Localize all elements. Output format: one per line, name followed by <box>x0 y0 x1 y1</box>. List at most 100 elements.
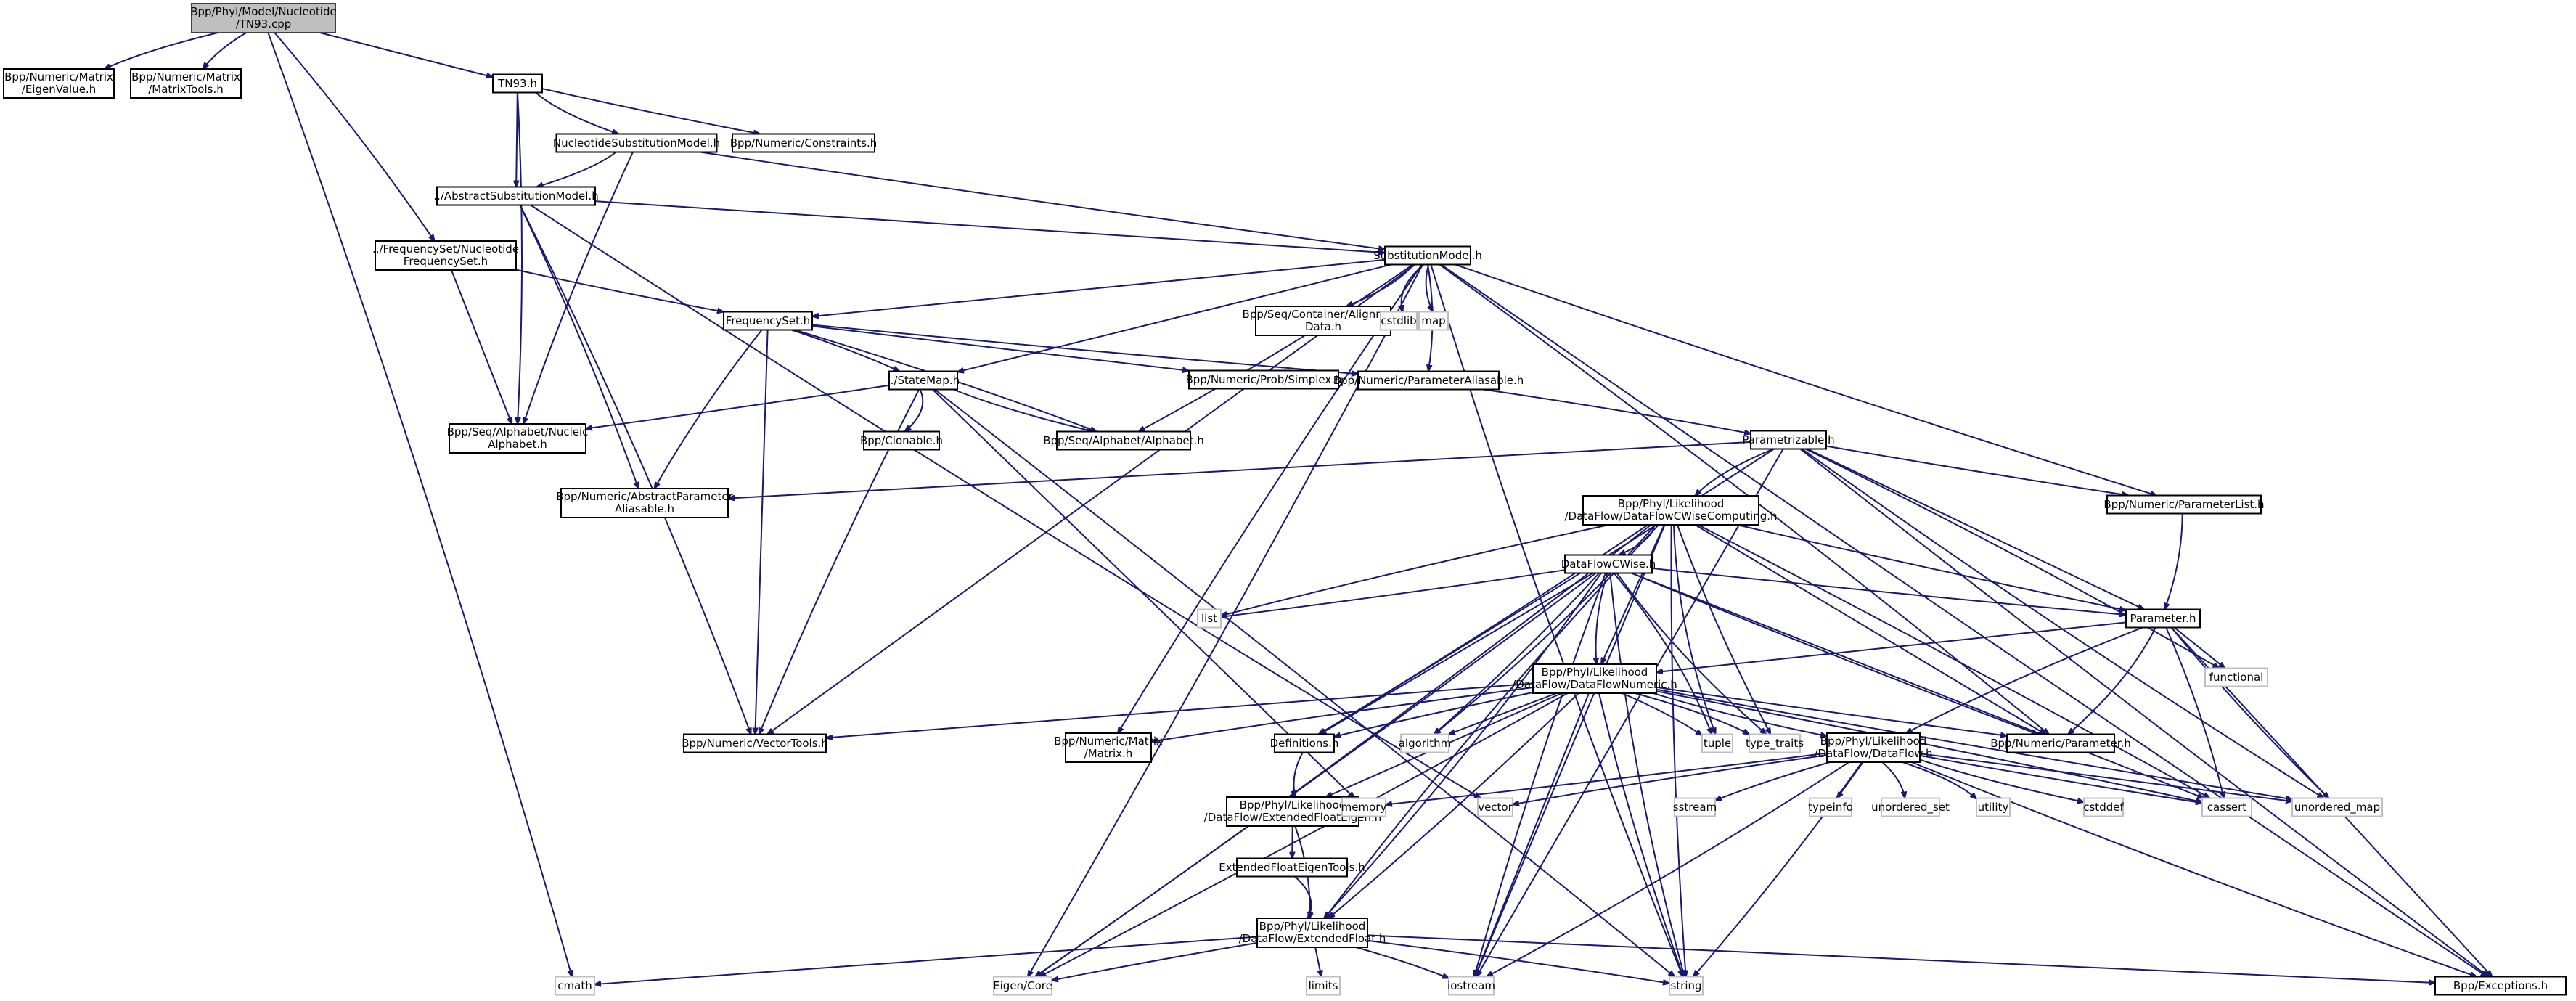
node-box <box>130 68 242 99</box>
edge-extfloat-to-string <box>1367 939 1669 984</box>
node-submodel[interactable]: SubstitutionModel.h <box>1373 245 1482 266</box>
node-tn93h[interactable]: TN93.h <box>492 73 543 94</box>
node-paramaliasable[interactable]: Bpp/Numeric/ParameterAliasable.h <box>1333 370 1524 391</box>
node-dfcwisecomputing[interactable]: Bpp/Phyl/Likelihood/DataFlow/DataFlowCWi… <box>1564 495 1778 526</box>
edge-dataflowh-to-unorderedmap <box>1919 753 2292 801</box>
edge-dfcwisecomputing-to-list <box>1221 524 1609 616</box>
node-simplex[interactable]: Bpp/Numeric/Prob/Simplex.h <box>1185 369 1342 390</box>
node-clonable[interactable]: Bpp/Clonable.h <box>860 430 943 451</box>
node-label: TN93.h <box>497 77 537 90</box>
node-freqset[interactable]: FrequencySet.h <box>723 311 813 331</box>
node-numparameter[interactable]: Bpp/Numeric/Parameter.h <box>1990 733 2131 753</box>
node-label: Bpp/Phyl/Model/Nucleotide <box>190 5 336 18</box>
node-box <box>723 311 813 331</box>
edge-statemap-to-alphabet <box>953 388 1094 432</box>
node-vectortools[interactable]: Bpp/Numeric/VectorTools.h <box>682 733 828 753</box>
node-matrixtools[interactable]: Bpp/Numeric/Matrix/MatrixTools.h <box>130 68 242 99</box>
node-root[interactable]: Bpp/Phyl/Model/Nucleotide/TN93.cpp <box>190 3 337 33</box>
edge-dfnumeric-to-definitions <box>1334 691 1534 737</box>
edge-dfcwisecomputing-to-cassert <box>1698 524 2209 798</box>
node-eigenvalue[interactable]: Bpp/Numeric/Matrix/EigenValue.h <box>3 68 115 99</box>
edge-paramaliasable-to-parametrizable <box>1483 388 1751 434</box>
edge-parameterh-to-functional <box>2173 626 2225 669</box>
node-dfnumeric[interactable]: Bpp/Phyl/Likelihood/DataFlow/DataFlowNum… <box>1512 663 1677 694</box>
edge-root-to-cmath <box>267 32 572 977</box>
edge-parameterh-to-cassert <box>2165 627 2224 798</box>
edge-extfloat-to-iostream <box>1355 947 1449 979</box>
node-box <box>1306 976 1341 996</box>
node-label: Parameter.h <box>2130 612 2196 625</box>
edge-submodel-to-alphabet <box>1139 263 1414 432</box>
edge-dataflowh-to-string <box>1693 761 1863 977</box>
node-cassert: cassert <box>2201 797 2252 817</box>
node-parameterh[interactable]: Parameter.h <box>2125 608 2201 629</box>
node-label: Parametrizable.h <box>1742 433 1834 446</box>
node-box <box>1582 495 1759 526</box>
node-nucsubmodel[interactable]: NucleotideSubstitutionModel.h <box>553 133 720 153</box>
edge-root-to-nucfreqset <box>274 32 434 241</box>
node-paramlist[interactable]: Bpp/Numeric/ParameterList.h <box>2103 494 2265 515</box>
node-exceptions[interactable]: Bpp/Exceptions.h <box>2434 976 2567 996</box>
node-alphabet[interactable]: Bpp/Seq/Alphabet/Alphabet.h <box>1043 430 1204 451</box>
edge-parameterh-to-dataflowh <box>1906 626 2143 734</box>
edge-abssubmodel-to-vectortools <box>519 205 751 735</box>
node-abssubmodel[interactable]: ../AbstractSubstitutionModel.h <box>433 186 599 206</box>
node-label: unordered_set <box>1871 801 1950 814</box>
node-dataflowh[interactable]: Bpp/Phyl/Likelihood/DataFlow/DataFlow.h <box>1814 732 1933 763</box>
edge-freqset-to-statemap <box>791 329 900 372</box>
node-box <box>1418 311 1449 331</box>
node-extfloateigentools[interactable]: ExtendedFloatEigenTools.h <box>1219 857 1365 878</box>
node-definitions[interactable]: Definitions.h <box>1270 733 1339 753</box>
edge-submodel-to-string <box>1430 264 1684 977</box>
node-statemap[interactable]: ../StateMap.h <box>887 370 960 391</box>
node-label: Bpp/Numeric/Matrix <box>4 70 113 83</box>
node-box <box>3 68 115 99</box>
node-label: /DataFlow/DataFlowCWiseComputing.h <box>1564 510 1777 523</box>
node-box <box>732 133 875 153</box>
edge-parametrizable-to-dfcwisecomputing <box>1695 448 1774 497</box>
node-label: tuple <box>1704 737 1731 750</box>
node-label: /EigenValue.h <box>22 83 96 96</box>
node-dfcwise[interactable]: DataFlowCWise.h <box>1561 554 1656 574</box>
edge-extfloat-to-cmath <box>594 936 1258 984</box>
node-extfloat[interactable]: Bpp/Phyl/Likelihood/DataFlow/ExtendedFlo… <box>1239 918 1386 948</box>
edge-dfcwise-to-dfnumeric <box>1596 573 1608 665</box>
edge-dataflowh-to-cstddef <box>1919 759 2084 802</box>
edge-nucsubmodel-to-nucalphabet <box>523 152 634 425</box>
node-label: cmath <box>557 979 592 992</box>
edge-extfloateigentools-to-extfloat <box>1294 875 1312 919</box>
node-label: DataFlowCWise.h <box>1561 557 1656 571</box>
node-box <box>1532 663 1657 694</box>
edge-freqset-to-paramaliasable <box>811 324 1358 374</box>
node-box <box>1065 732 1152 763</box>
node-matrixh[interactable]: Bpp/Numeric/Matrix/Matrix.h <box>1054 732 1163 763</box>
node-cstdlib: cstdlib <box>1380 311 1418 331</box>
node-extfloateigen[interactable]: Bpp/Phyl/Likelihood/DataFlow/ExtendedFlo… <box>1204 796 1382 827</box>
node-label: ExtendedFloatEigenTools.h <box>1219 861 1365 874</box>
node-label: /TN93.cpp <box>236 17 292 30</box>
edge-dfcwisecomputing-to-iostream <box>1474 524 1666 977</box>
node-box <box>1384 245 1471 266</box>
node-box <box>1881 797 1940 817</box>
node-constraints[interactable]: Bpp/Numeric/Constraints.h <box>730 133 877 153</box>
node-label: Bpp/Numeric/Prob/Simplex.h <box>1185 373 1341 386</box>
node-box <box>1400 733 1449 753</box>
edge-parametrizable-to-exceptions <box>1799 448 2488 977</box>
node-label: Bpp/Phyl/Likelihood <box>1618 497 1725 510</box>
node-label: /Matrix.h <box>1084 747 1133 760</box>
node-parametrizable[interactable]: Parametrizable.h <box>1742 430 1835 450</box>
edge-dfnumeric-to-iostream <box>1474 692 1590 977</box>
node-box <box>1448 976 1495 996</box>
node-label: Bpp/Numeric/ParameterList.h <box>2103 498 2264 511</box>
node-box <box>1669 976 1704 996</box>
node-box <box>1701 733 1733 753</box>
node-label: Bpp/Seq/Alphabet/Alphabet.h <box>1043 434 1204 447</box>
node-algorithm: algorithm <box>1399 733 1451 753</box>
node-label: Bpp/Numeric/VectorTools.h <box>682 737 828 750</box>
edge-extfloat-to-eigencore <box>1052 941 1258 981</box>
node-label: Bpp/Phyl/Likelihood <box>1240 798 1346 812</box>
